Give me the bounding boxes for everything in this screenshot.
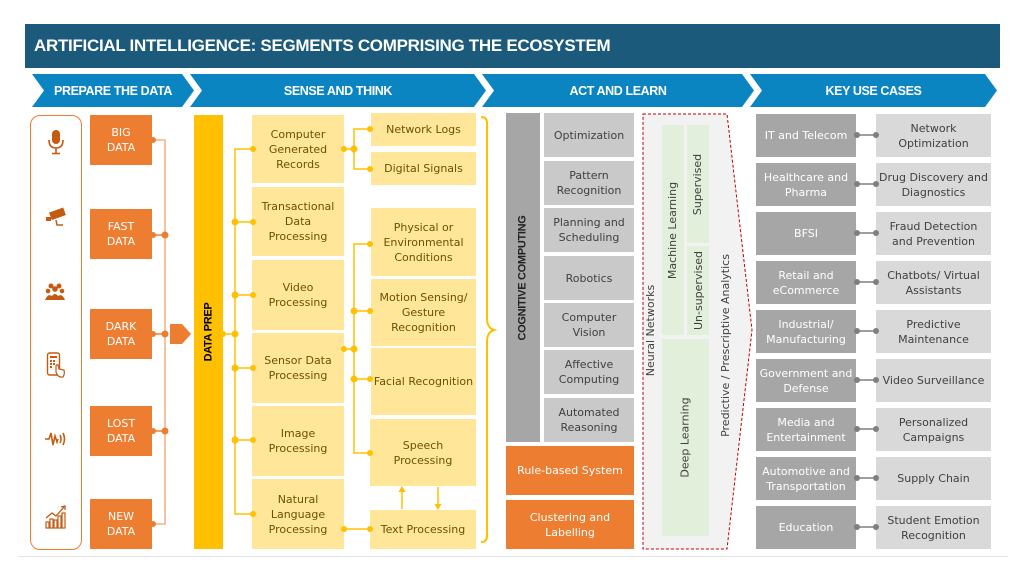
footer-divider: [18, 556, 1008, 557]
processing-transactional: Transactional Data Processing: [252, 187, 344, 256]
cognitive-item-reasoning: Automated Reasoning: [544, 398, 634, 442]
output-network-logs: Network Logs: [371, 113, 476, 146]
use-case-application: Predictive Maintenance: [876, 310, 991, 353]
cctv-camera-icon: [46, 207, 66, 226]
output-digital-signals: Digital Signals: [371, 152, 476, 185]
data-prep-label: DATA PREP: [202, 302, 215, 362]
output-physical-conditions: Physical or Environmental Conditions: [371, 208, 476, 276]
output-facial-recognition: Facial Recognition: [371, 348, 476, 415]
use-case-application: Supply Chain: [876, 457, 991, 500]
use-case-industry: IT and Telecom: [756, 114, 856, 157]
stage-label-sense: SENSE AND THINK: [283, 83, 393, 98]
supervised-block: Supervised: [687, 125, 709, 243]
deep-learning-label: Deep Learning: [679, 397, 692, 478]
clustering-labelling: Clustering and Labelling: [506, 500, 634, 549]
use-case-industry: Government and Defense: [756, 359, 856, 402]
stage-label-act: ACT AND LEARN: [569, 83, 667, 98]
use-case-industry: Automotive and Transportation: [756, 457, 856, 500]
use-case-industry: Education: [756, 506, 856, 549]
cognitive-item-optimization: Optimization: [544, 113, 634, 157]
output-text-processing: Text Processing: [370, 510, 476, 549]
use-case-application: Drug Discovery and Diagnostics: [876, 163, 991, 206]
growth-chart-icon: [45, 505, 66, 529]
cognitive-item-computer-vision: Computer Vision: [544, 303, 634, 347]
processing-computer-records: Computer Generated Records: [252, 115, 344, 183]
use-case-industry: Healthcare and Pharma: [756, 163, 856, 206]
unsupervised-block: Un-supervised: [687, 246, 709, 335]
machine-learning-label: Machine Learning: [666, 181, 680, 279]
data-type-lost: LOST DATA: [90, 406, 152, 456]
output-motion-gesture: Motion Sensing/ Gesture Recognition: [371, 279, 476, 346]
data-type-dark: DARK DATA: [90, 309, 152, 359]
analytics-label: Predictive / Prescriptive Analytics: [718, 253, 732, 437]
supervised-label: Supervised: [691, 153, 705, 215]
cognitive-item-affective: Affective Computing: [544, 350, 634, 394]
use-case-application: Chatbots/ Virtual Assistants: [876, 261, 991, 304]
use-case-application: Network Optimization: [876, 114, 991, 157]
use-case-application: Fraud Detection and Prevention: [876, 212, 991, 255]
cognitive-item-robotics: Robotics: [544, 256, 634, 300]
use-case-application: Video Surveillance: [876, 359, 991, 402]
use-case-industry: Media and Entertainment: [756, 408, 856, 451]
processing-video: Video Processing: [252, 260, 344, 330]
data-type-fast: FAST DATA: [90, 209, 152, 259]
microphone-icon: [48, 130, 64, 155]
mobile-touch-icon: [46, 352, 65, 378]
sound-wave-icon: [45, 432, 66, 446]
data-prep-bar: DATA PREP: [194, 115, 223, 549]
use-case-application: Student Emotion Recognition: [876, 506, 991, 549]
output-speech-processing: Speech Processing: [370, 419, 476, 486]
flow-arrow: [170, 324, 191, 344]
rule-based-system: Rule-based System: [506, 446, 634, 495]
diagram-title: ARTIFICIAL INTELLIGENCE: SEGMENTS COMPRI…: [25, 24, 1000, 68]
cognitive-item-planning: Planning and Scheduling: [544, 208, 634, 252]
stage-label-usecases: KEY USE CASES: [825, 83, 922, 98]
use-case-industry: Retail and eCommerce: [756, 261, 856, 304]
cognitive-computing-bar: COGNITIVE COMPUTING: [506, 113, 540, 442]
use-case-industry: Industrial/ Manufacturing: [756, 310, 856, 353]
cognitive-computing-label: COGNITIVE COMPUTING: [517, 214, 529, 341]
sense-bracket: [480, 116, 498, 543]
deep-learning-block: Deep Learning: [662, 339, 709, 536]
analytics-label-wrap: Predictive / Prescriptive Analytics: [714, 230, 736, 460]
neural-networks-label: Neural Networks: [644, 284, 658, 376]
processing-nlp: Natural Language Processing: [252, 479, 344, 549]
stage-label-prepare: PREPARE THE DATA: [54, 83, 172, 98]
unsupervised-label: Un-supervised: [691, 250, 705, 331]
processing-image: Image Processing: [252, 406, 344, 476]
machine-learning-block: Machine Learning: [662, 125, 684, 335]
people-group-icon: [45, 283, 65, 300]
data-type-big: BIG DATA: [90, 115, 152, 165]
neural-networks-label-wrap: Neural Networks: [643, 200, 659, 460]
data-sources-panel: [30, 115, 82, 550]
use-case-application: Personalized Campaigns: [876, 408, 991, 451]
cognitive-item-pattern-recognition: Pattern Recognition: [544, 161, 634, 205]
use-case-industry: BFSI: [756, 212, 856, 255]
processing-sensor-data: Sensor Data Processing: [252, 333, 344, 403]
data-type-new: NEW DATA: [90, 499, 152, 549]
